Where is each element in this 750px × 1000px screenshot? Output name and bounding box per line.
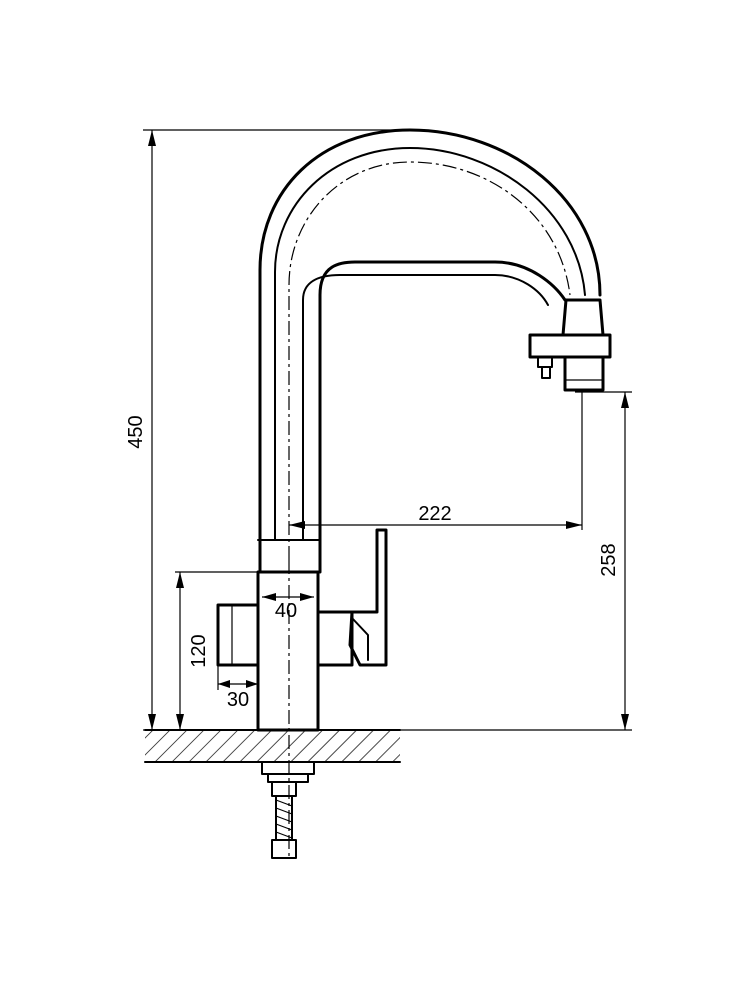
dimension-spout-clearance: 258	[400, 391, 632, 731]
dim-label-spout-clearance: 258	[598, 543, 620, 576]
dimension-spout-reach: 222	[289, 392, 583, 530]
dimension-body-height: 120	[175, 571, 258, 730]
dimension-body-width: 40	[262, 593, 314, 622]
dim-label-spout-reach: 222	[418, 503, 451, 525]
aerator-head	[528, 298, 612, 392]
dim-label-inlet-offset: 30	[227, 689, 249, 711]
faucet-body	[216, 538, 354, 732]
dim-label-total-height: 450	[125, 415, 147, 448]
dimension-inlet-offset: 30	[217, 665, 258, 711]
dimension-total-height: 450	[125, 129, 410, 731]
dim-label-body-width: 40	[275, 600, 297, 622]
mounting-shank	[261, 761, 315, 859]
faucet-spout	[258, 128, 602, 560]
lever-handle	[348, 528, 388, 667]
countertop-section	[144, 729, 401, 763]
dim-label-body-height: 120	[188, 634, 210, 667]
